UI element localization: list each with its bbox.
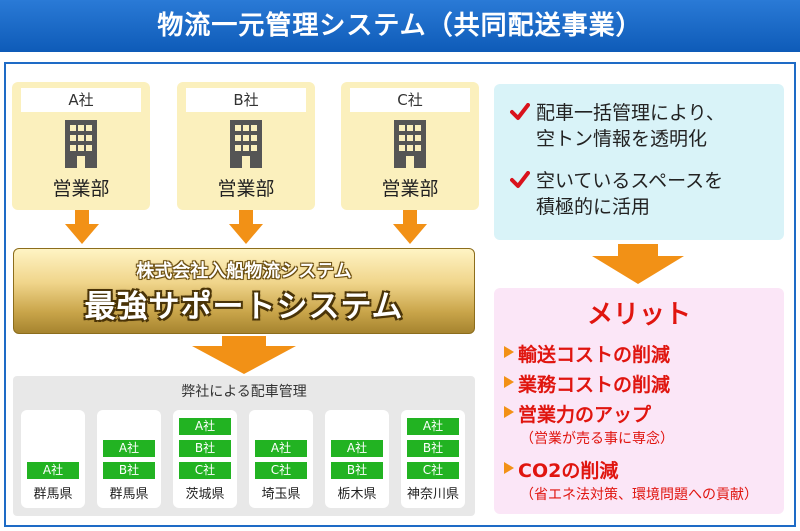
header-bar: 物流一元管理システム（共同配送事業） — [0, 0, 800, 52]
arrow-down-icon — [393, 210, 427, 244]
arrow-down-icon — [229, 210, 263, 244]
dispatch-management-panel: 弊社による配車管理 A社 群馬県 A社 B社 群馬県 A社 B社 C社 茨城県 … — [13, 376, 475, 516]
company-name: B社 — [186, 88, 306, 112]
check-icon — [510, 103, 530, 120]
triangle-bullet-icon — [504, 462, 514, 474]
company-tag: C社 — [179, 462, 231, 479]
benefit-line: 空トン情報を透明化 — [536, 128, 708, 150]
prefecture-card: A社 B社 群馬県 — [97, 410, 161, 508]
page-title: 物流一元管理システム（共同配送事業） — [157, 11, 643, 41]
prefecture-name: 茨城県 — [185, 487, 225, 502]
prefecture-name: 群馬県 — [33, 487, 73, 502]
triangle-bullet-icon — [504, 376, 514, 388]
check-icon — [510, 171, 530, 188]
support-title: 最強サポートシステム — [84, 289, 404, 325]
prefecture-card: A社 群馬県 — [21, 410, 85, 508]
building-icon — [394, 120, 426, 168]
prefecture-card: A社 B社 栃木県 — [325, 410, 389, 508]
prefecture-name: 埼玉県 — [261, 487, 301, 502]
company-a-box: A社 営業部 — [12, 82, 150, 210]
benefit-line: 積極的に活用 — [536, 196, 651, 218]
company-dept: 営業部 — [217, 178, 275, 200]
company-tag: A社 — [27, 462, 79, 479]
prefecture-card: A社 B社 C社 茨城県 — [173, 410, 237, 508]
company-c-box: C社 営業部 — [341, 82, 479, 210]
company-name: A社 — [21, 88, 141, 112]
company-tag: B社 — [103, 462, 155, 479]
company-dept: 営業部 — [381, 178, 439, 200]
merit-subtext: （営業が売る事に専念） — [520, 431, 674, 447]
company-tag: A社 — [103, 440, 155, 457]
company-tag: B社 — [179, 440, 231, 457]
triangle-bullet-icon — [504, 346, 514, 358]
benefit-line: 配車一括管理により、 — [536, 102, 725, 124]
prefecture-card: A社 B社 C社 神奈川県 — [401, 410, 465, 508]
benefit-box: 配車一括管理により、 空トン情報を透明化 空いているスペースを 積極的に活用 — [494, 84, 784, 240]
benefit-line: 空いているスペースを — [536, 170, 724, 192]
arrow-down-icon — [192, 336, 296, 374]
merit-title: メリット — [586, 300, 691, 330]
company-name: C社 — [350, 88, 470, 112]
building-icon — [230, 120, 262, 168]
dispatch-title: 弊社による配車管理 — [181, 384, 307, 400]
merit-box: メリット 輸送コストの削減 業務コストの削減 営業力のアップ （営業が売る事に専… — [494, 288, 784, 514]
triangle-bullet-icon — [504, 406, 514, 418]
support-subtitle: 株式会社入船物流システム — [136, 261, 352, 282]
arrow-down-icon — [65, 210, 99, 244]
company-tag: A社 — [179, 418, 231, 435]
company-tag: B社 — [407, 440, 459, 457]
prefecture-name: 栃木県 — [337, 487, 377, 502]
support-system-banner: 株式会社入船物流システム 最強サポートシステム — [13, 248, 475, 334]
merit-text: CO2の削減 — [518, 460, 619, 482]
merit-subtext: （省エネ法対策、環境問題への貢献） — [520, 487, 758, 503]
prefecture-name: 群馬県 — [109, 487, 149, 502]
merit-text: 輸送コストの削減 — [518, 344, 671, 366]
company-tag: A社 — [255, 440, 307, 457]
merit-text: 業務コストの削減 — [518, 374, 671, 396]
merit-text: 営業力のアップ — [518, 404, 652, 426]
company-dept: 営業部 — [52, 178, 110, 200]
company-tag: A社 — [407, 418, 459, 435]
prefecture-card: A社 C社 埼玉県 — [249, 410, 313, 508]
company-tag: C社 — [255, 462, 307, 479]
prefecture-name: 神奈川県 — [406, 487, 459, 502]
company-tag: C社 — [407, 462, 459, 479]
company-b-box: B社 営業部 — [177, 82, 315, 210]
company-tag: A社 — [331, 440, 383, 457]
building-icon — [65, 120, 97, 168]
arrow-down-icon — [592, 244, 684, 284]
company-tag: B社 — [331, 462, 383, 479]
